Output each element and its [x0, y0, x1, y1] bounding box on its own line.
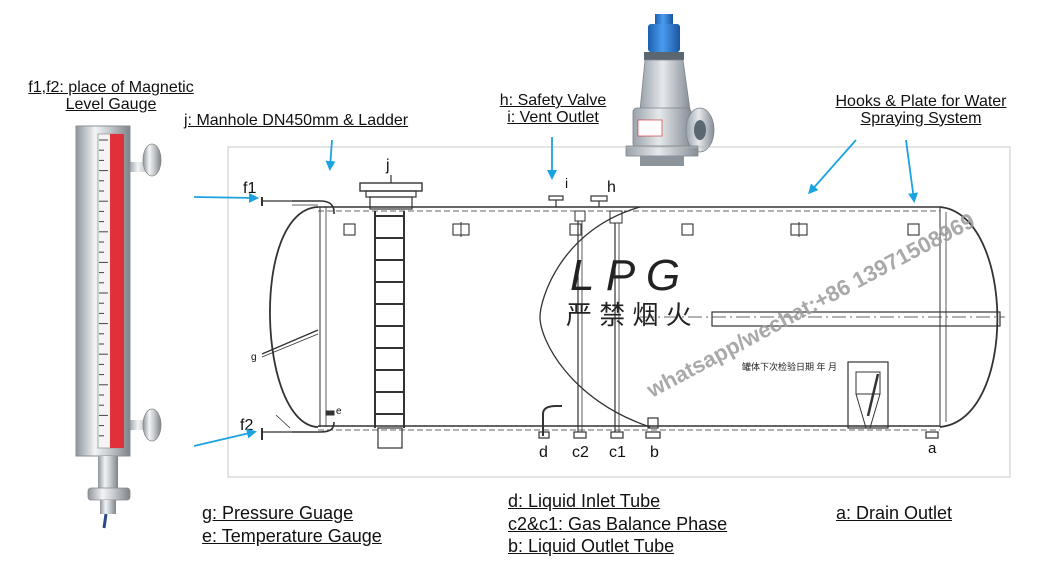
c2-flange — [573, 431, 587, 439]
drawing-frame — [227, 146, 1011, 478]
nameplate-legs — [855, 393, 881, 429]
legend-liquid-inlet: d: Liquid Inlet Tube — [508, 491, 661, 511]
pressure-gauge-line-2 — [261, 333, 319, 358]
port-label-d: d — [539, 444, 548, 461]
f2-pipe — [292, 421, 335, 433]
vent-flange — [548, 195, 564, 201]
valve-bonnet-base — [644, 52, 684, 60]
callout-hooks: Hooks & Plate for Water Spraying System — [820, 93, 1022, 128]
port-label-g: g — [251, 352, 257, 363]
gauge-top-flange — [142, 143, 162, 177]
arrow-icon — [193, 428, 257, 447]
legend-pressure-gauge: g: Pressure Guage — [202, 503, 354, 523]
f1-pipe — [292, 200, 335, 214]
c1-flange — [610, 431, 624, 439]
legend-temperature-gauge: e: Temperature Gauge — [202, 525, 382, 546]
callout-hooks-line2: Spraying System — [860, 109, 982, 127]
callout-valve-vent: h: Safety Valve i: Vent Outlet — [478, 92, 628, 127]
gauge-drain-stub — [100, 500, 116, 514]
gauge-red-column — [110, 134, 124, 448]
arrow-icon — [905, 139, 919, 203]
port-label-f2: f2 — [240, 417, 253, 434]
lpg-text: L P G — [570, 251, 680, 300]
gauge-drain-flange — [87, 487, 131, 501]
magnetic-level-gauge-image — [75, 125, 162, 529]
hook-plate-3 — [569, 223, 582, 236]
manhole-neck — [369, 196, 413, 210]
nameplate-window — [855, 371, 881, 395]
callout-safety-valve: h: Safety Valve — [499, 92, 607, 109]
b-flange — [645, 431, 661, 439]
f2-stiffener — [275, 414, 291, 429]
manhole-flange — [365, 190, 417, 198]
valve-cap — [655, 14, 673, 26]
warning-text: 严 禁 烟 火 — [566, 300, 692, 330]
legend-liquid-outlet: b: Liquid Outlet Tube — [508, 536, 675, 556]
hook-plate-6 — [907, 223, 920, 236]
liquid-inlet-pipe — [542, 405, 562, 436]
port-label-j: j — [385, 157, 390, 174]
gauge-drain-pipe — [98, 456, 118, 490]
legend-gas-balance: c2&c1: Gas Balance Phase — [508, 513, 728, 534]
arrow-icon — [808, 139, 857, 195]
callout-hooks-line1: Hooks & Plate for Water — [835, 93, 1007, 110]
gauge-bottom-nozzle — [128, 420, 156, 430]
d-flange — [538, 431, 550, 439]
manhole-cover — [359, 182, 423, 192]
ladder-rungs — [375, 215, 404, 415]
tank-drawing — [227, 146, 1011, 478]
port-label-a: a — [928, 440, 937, 457]
a-flange — [925, 431, 939, 439]
callout-f1f2-line1: f1,f2: place of Magnetic — [28, 79, 194, 96]
valve-bonnet — [648, 24, 680, 52]
ladder-base — [377, 427, 403, 449]
arrow-icon — [193, 192, 259, 203]
internal-box-2 — [609, 210, 623, 224]
gauge-bottom-flange — [142, 408, 162, 442]
valve-inlet-neck — [640, 156, 684, 166]
callout-f1f2: f1,f2: place of Magnetic Level Gauge — [14, 79, 208, 114]
temperature-gauge-mark — [325, 410, 335, 416]
valve-inlet-flange — [625, 145, 699, 157]
valve-body — [639, 59, 691, 111]
port-label-i: i — [565, 175, 568, 191]
port-label-f1: f1 — [243, 180, 256, 197]
b-valve — [647, 417, 659, 429]
nameplate-bracket — [847, 361, 889, 429]
port-label-c2: c2 — [572, 444, 589, 461]
port-label-h: h — [607, 179, 616, 196]
safety-valve-flange — [590, 195, 608, 202]
safety-valve-image — [625, 14, 715, 166]
gauge-drain-valve-handle — [102, 513, 108, 529]
right-head — [939, 206, 999, 428]
callout-f1f2-line2: Level Gauge — [65, 95, 157, 113]
internal-box-1 — [574, 210, 586, 222]
legend-left: g: Pressure Guage e: Temperature Gauge — [202, 502, 382, 547]
port-label-c1: c1 — [609, 444, 626, 461]
callout-vent-outlet: i: Vent Outlet — [507, 108, 599, 126]
valve-nameplate — [637, 119, 663, 137]
pressure-gauge-line — [261, 329, 319, 355]
gauge-top-nozzle — [128, 162, 156, 172]
port-label-b: b — [650, 444, 659, 461]
left-head — [269, 206, 319, 428]
port-label-e: e — [336, 406, 342, 417]
valve-outlet-bore — [694, 120, 706, 140]
inspection-date-text: 罐体下次检验日期 年 月 — [742, 361, 837, 372]
watermark-text: whatsapp/wechat:+86 13971508969 — [642, 208, 979, 403]
gauge-scale-ticks — [99, 139, 108, 437]
arrow-icon — [325, 139, 336, 171]
thermowell-sleeve — [711, 311, 1001, 327]
nameplate-slash — [866, 373, 880, 417]
legend-right: a: Drain Outlet — [836, 502, 952, 525]
callout-arrows — [193, 137, 919, 447]
callout-manhole: j: Manhole DN450mm & Ladder — [184, 112, 409, 129]
hook-plate-4 — [681, 223, 694, 236]
legend-middle: d: Liquid Inlet Tube c2&c1: Gas Balance … — [508, 490, 727, 558]
hook-plate-1 — [343, 223, 356, 236]
legend-drain-outlet: a: Drain Outlet — [836, 503, 953, 523]
